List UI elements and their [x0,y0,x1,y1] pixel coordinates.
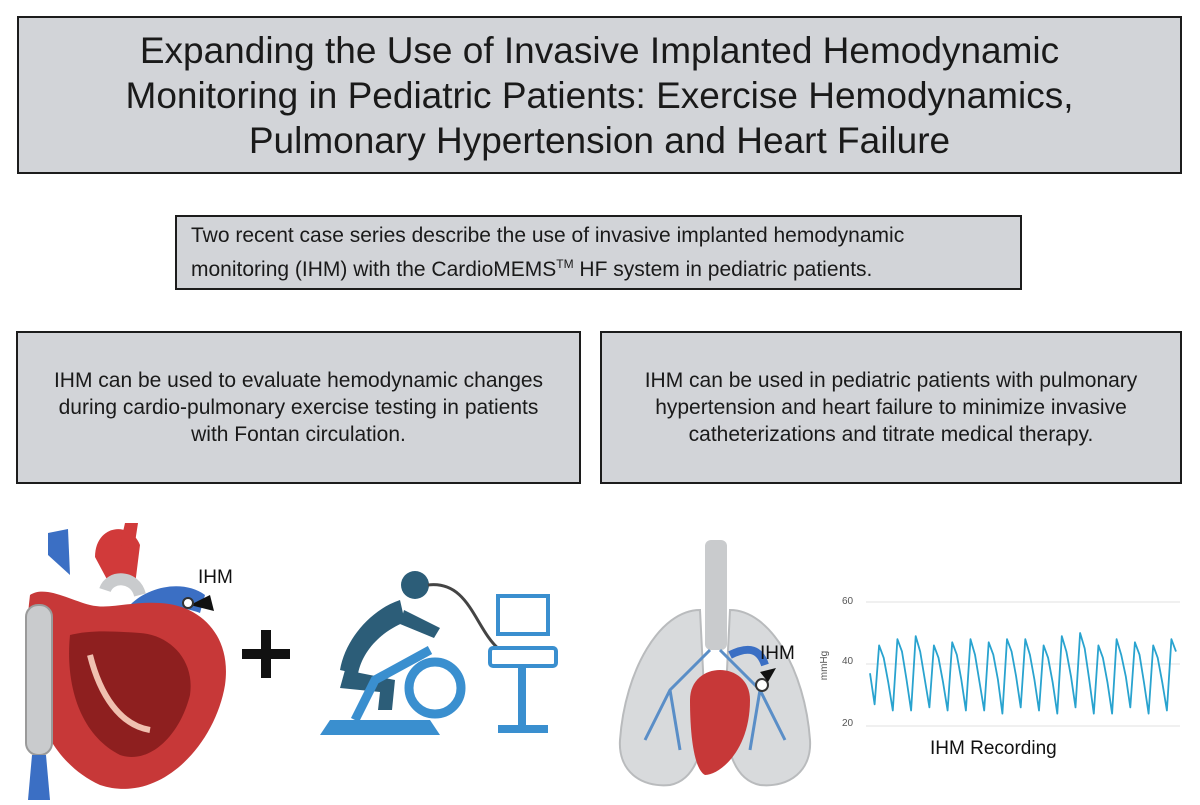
lungs-illustration [618,540,812,787]
y-axis-label: mmHg [819,650,831,681]
intro-box: Two recent case series describe the use … [175,215,1022,290]
y-tick-40: 40 [842,656,854,667]
bike-flywheel [404,657,466,719]
mask-tube [427,583,501,652]
ihm-sensor-heart [182,597,194,609]
svc-vessel [48,529,70,575]
fontan-finding-text: IHM can be used to evaluate hemodynamic … [53,369,544,446]
intro-text-after: HF system in pediatric patients. [573,257,873,281]
trademark-superscript: TM [556,256,574,271]
intro-text-before: Two recent case series describe the use … [191,223,905,281]
ihm-label-heart: IHM [198,567,233,588]
monitor-cart [488,646,558,668]
y-tick-60: 60 [842,596,854,607]
ph-hf-finding-box: IHM can be used in pediatric patients wi… [600,331,1182,484]
bike-base [320,720,440,735]
rider-head [401,571,429,599]
fontan-finding-box: IHM can be used to evaluate hemodynamic … [16,331,581,484]
plus-icon [242,630,290,678]
trachea [705,540,727,650]
rider-torso [340,600,405,674]
heart-small [690,670,750,775]
pressure-series-line [869,632,1177,715]
ihm-label-lung: IHM [760,643,795,664]
page-title: Expanding the Use of Invasive Implanted … [125,29,1074,161]
ihm-recording-chart [866,601,1180,727]
title-box: Expanding the Use of Invasive Implanted … [17,16,1182,174]
ihm-recording-label: IHM Recording [930,738,1057,759]
monitor-screen [496,594,550,636]
ihm-arrow-lung [760,668,776,682]
intro-text: Two recent case series describe the use … [177,222,1020,284]
ihm-arrow-heart [190,595,214,611]
ihm-sensor-lung [755,678,769,692]
fontan-conduit [25,604,53,756]
y-tick-20: 20 [842,718,854,729]
exercise-bike-illustration [320,571,558,735]
heart-illustration [25,523,226,800]
ph-hf-finding-text: IHM can be used in pediatric patients wi… [644,369,1138,446]
